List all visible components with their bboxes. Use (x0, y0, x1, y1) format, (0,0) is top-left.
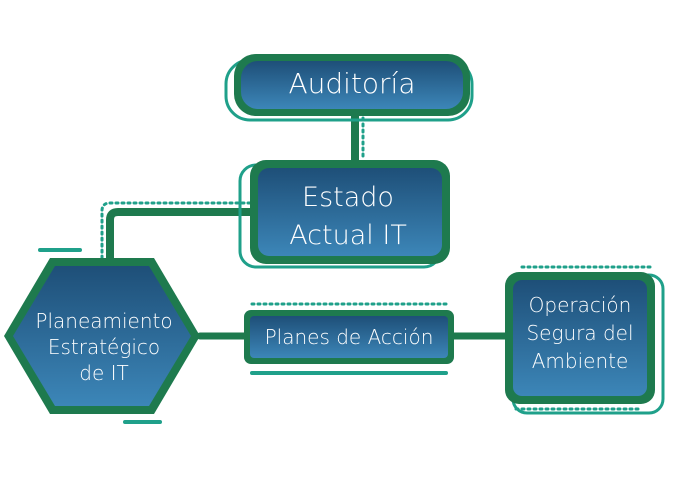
node-estado-label-line1: Estado (302, 182, 394, 213)
connectors (100, 112, 509, 340)
node-auditoria-label: Auditoría (288, 67, 415, 100)
node-planeamiento-label-line1: Planeamiento (35, 309, 172, 333)
node-planeamiento-label-line2: Estratégico (48, 335, 160, 359)
node-estado[interactable]: Estado Actual IT (238, 160, 450, 269)
connector-estado-planeamiento (106, 208, 256, 262)
connector-estado-planeamiento-dots (100, 201, 252, 260)
node-operacion[interactable]: Operación Segura del Ambiente (505, 265, 665, 415)
node-planes-fill (250, 316, 448, 358)
node-operacion-label-line1: Operación (529, 293, 632, 317)
node-operacion-fill (513, 280, 647, 396)
node-planeamiento[interactable]: Planeamiento Estratégico de IT (4, 248, 200, 424)
node-planeamiento-label-line3: de IT (79, 361, 128, 385)
node-auditoria-fill (241, 61, 463, 109)
node-estado-label-line2: Actual IT (289, 220, 407, 251)
node-planes[interactable]: Planes de Acción (244, 302, 454, 375)
node-operacion-label-line3: Ambiente (532, 349, 629, 373)
node-auditoria[interactable]: Auditoría (224, 54, 474, 122)
node-operacion-label-line2: Segura del (526, 321, 633, 345)
node-planeamiento-fill (13, 266, 191, 406)
node-estado-fill (258, 168, 442, 256)
node-planes-label: Planes de Acción (265, 325, 434, 349)
